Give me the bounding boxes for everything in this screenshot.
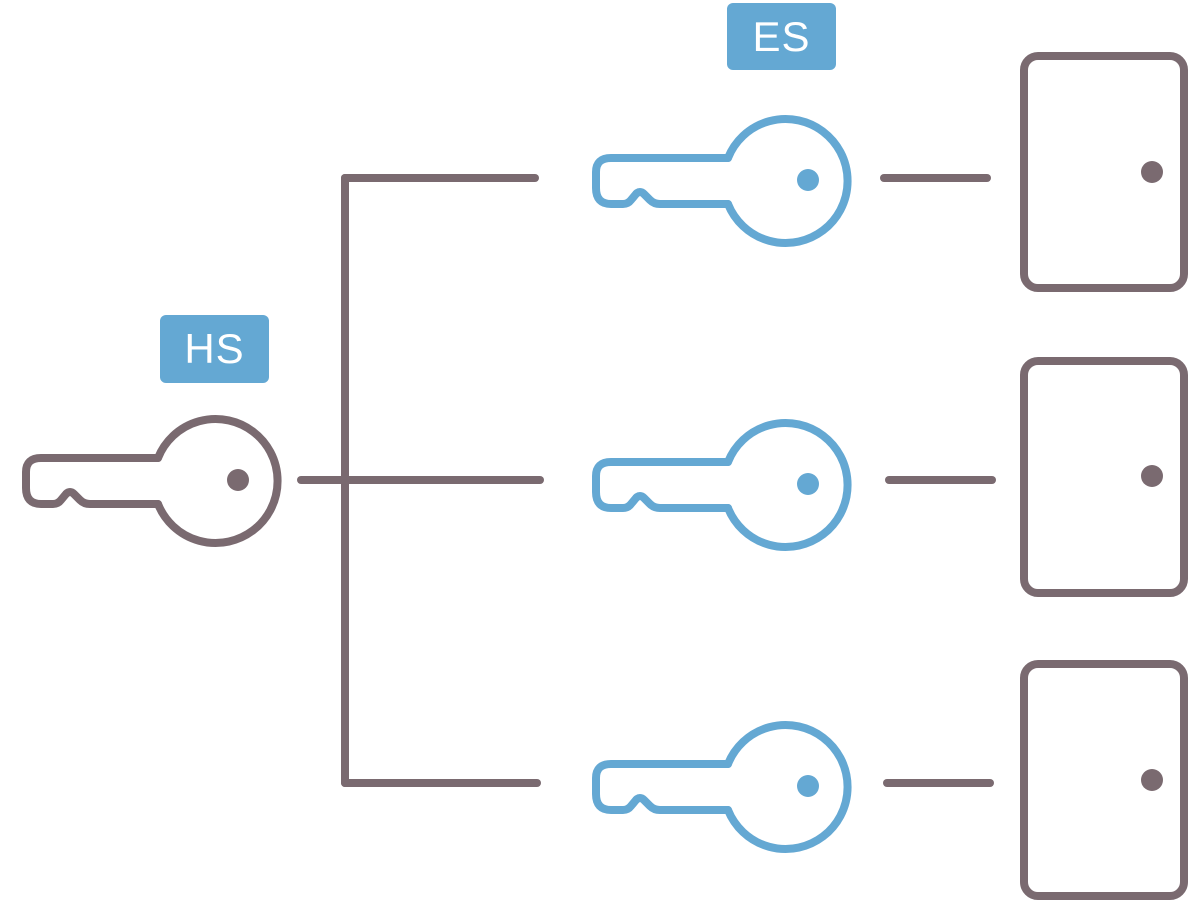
derived-key-icon [596, 119, 848, 243]
master-key-label: HS [184, 325, 245, 372]
connector-lines [297, 174, 996, 787]
master-key-hole [227, 469, 249, 491]
door-knob [1141, 769, 1163, 791]
door-icon [1020, 660, 1188, 900]
derived-key-label: ES [752, 12, 811, 60]
door-icon [1020, 52, 1188, 292]
derived-key-hole [797, 775, 819, 797]
derived-key-hole [797, 169, 819, 191]
master-key-icon [26, 419, 278, 543]
derived-key-icon [596, 423, 848, 547]
derived-key-icon [596, 725, 848, 849]
master-key-badge: HS [160, 315, 269, 383]
door-icon [1020, 357, 1188, 597]
door-knob [1141, 465, 1163, 487]
derived-key-badge: ES [727, 3, 836, 70]
door-knob [1141, 161, 1163, 183]
derived-key-hole [797, 473, 819, 495]
